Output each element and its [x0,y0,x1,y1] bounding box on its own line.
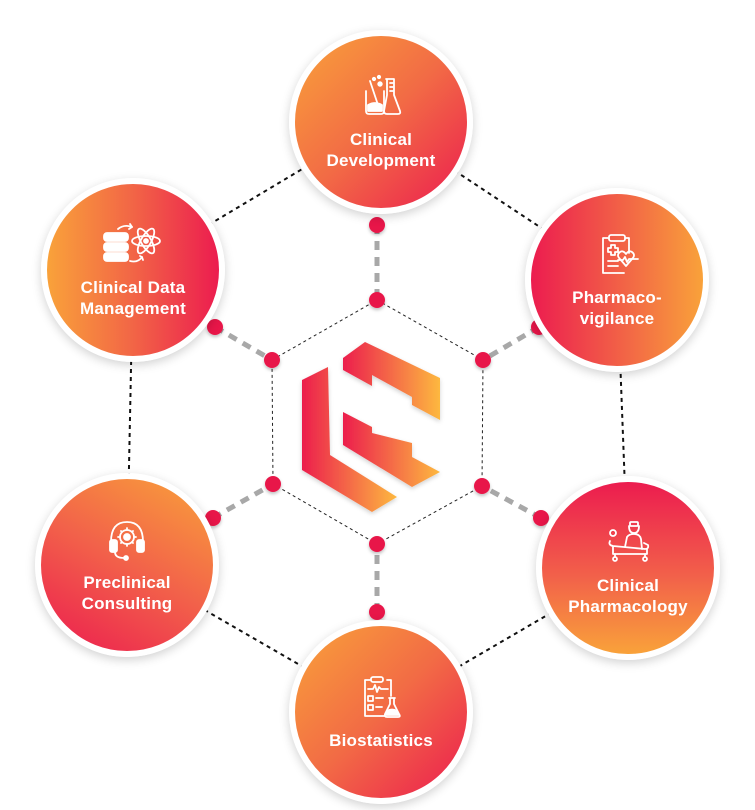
node-label-line1: Biostatistics [329,730,433,750]
clipboard-stats-flask-icon [358,674,404,720]
node-pharmacovigilance[interactable]: Pharmaco- vigilance [525,188,709,372]
headset-gear-icon [104,516,150,562]
ls-logo [302,342,440,512]
node-clinical-pharmacology[interactable]: Clinical Pharmacology [536,476,720,660]
patient-bed-icon [605,519,651,565]
database-atom-icon [100,221,166,267]
node-clinical-development[interactable]: Clinical Development [289,30,473,214]
node-label-line1: Clinical Data [80,278,186,297]
node-preclinical-consulting[interactable]: Preclinical Consulting [35,473,219,657]
node-label-line1: Pharmaco- [572,288,662,307]
node-biostatistics[interactable]: Biostatistics [289,620,473,804]
node-clinical-data-management[interactable]: Clinical Data Management [41,178,225,362]
spoke-connectors [211,225,543,612]
lab-flask-icon [358,73,404,119]
node-label-line2: Management [80,299,186,318]
node-label-line2: vigilance [579,309,655,328]
node-label-line2: Pharmacology [568,597,688,616]
node-label-line2: Consulting [81,594,173,613]
node-label-line1: Preclinical [83,573,171,592]
node-label-line1: Clinical [349,130,413,149]
node-label-line1: Clinical [596,576,660,595]
clipboard-heart-icon [594,231,640,277]
node-label-line2: Development [326,151,436,170]
